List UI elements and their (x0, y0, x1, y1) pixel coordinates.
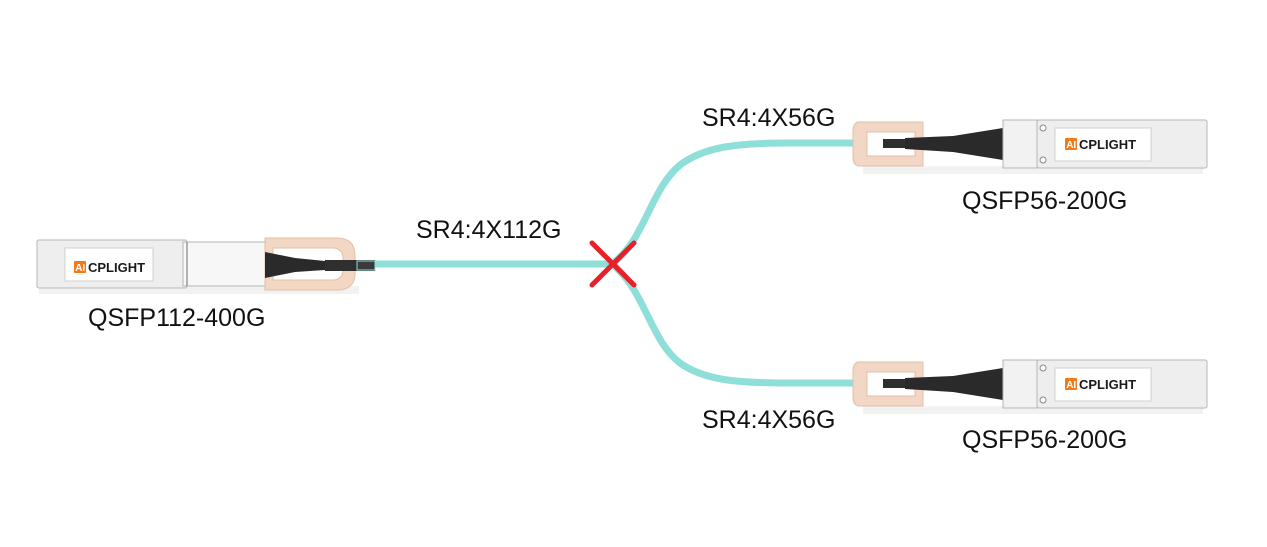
module-logo-icon (1065, 138, 1077, 150)
module-brand: CPLIGHT (88, 260, 145, 275)
module-screw-icon (1039, 124, 1047, 132)
module-brand: CPLIGHT (1079, 377, 1136, 392)
module-metal-shell (1002, 119, 1038, 169)
module-metal-shell (182, 241, 268, 287)
break-x-stroke-2 (589, 240, 637, 288)
module-screw-icon (1039, 156, 1047, 164)
module-shadow (863, 166, 1203, 174)
break-x-icon (589, 240, 637, 288)
module-shadow (39, 286, 359, 294)
module-pull-tab (852, 361, 924, 407)
module-logo-icon (74, 261, 86, 273)
branch-cable-bottom (608, 260, 864, 387)
branch-cable-top (608, 139, 864, 268)
module-metal-shell (1002, 359, 1038, 409)
source-module-label: QSFP112-400G (88, 304, 265, 332)
module-pull-tab (852, 121, 924, 167)
branch-bottom-link-label: SR4:4X56G (702, 406, 835, 434)
branch-bottom-module-label: QSFP56-200G (962, 426, 1127, 454)
module-screw-icon (1039, 364, 1047, 372)
module-cable-collar (325, 260, 375, 271)
module-logo-icon (1065, 378, 1077, 390)
module-logo-mark: AI (1066, 380, 1076, 391)
module-logo-mark: AI (75, 263, 85, 274)
branch-module-bottom: AI CPLIGHT (852, 359, 1208, 414)
module-screw-icon (1039, 396, 1047, 404)
module-cable-ferrule (883, 379, 905, 388)
cable-group (371, 139, 864, 387)
source-module: AI CPLIGHT (36, 237, 376, 294)
module-logo-mark: AI (1066, 140, 1076, 151)
trunk-link-label: SR4:4X112G (416, 216, 561, 244)
branch-top-link-label: SR4:4X56G (702, 104, 835, 132)
module-shadow (863, 406, 1203, 414)
module-boot (905, 128, 1003, 160)
branch-top-module-label: QSFP56-200G (962, 187, 1127, 215)
module-cable-ferrule (356, 260, 376, 271)
module-boot (265, 252, 325, 278)
module-cable-ferrule (883, 139, 905, 148)
branch-module-top: AI CPLIGHT (852, 119, 1208, 174)
module-brand: CPLIGHT (1079, 137, 1136, 152)
module-boot (905, 368, 1003, 400)
